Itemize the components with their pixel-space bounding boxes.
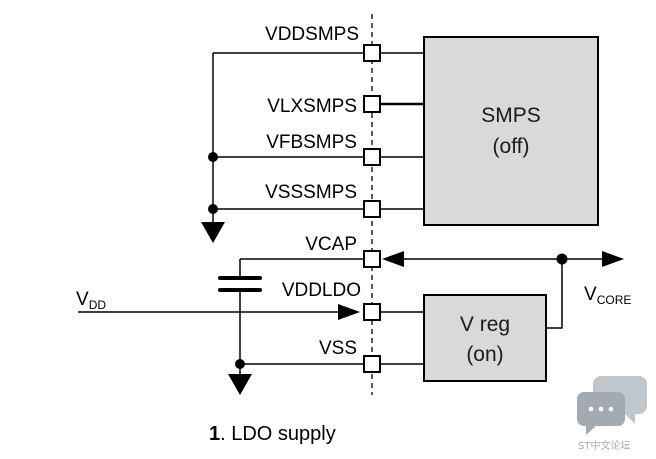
label-vss: VSS [319,338,357,359]
label-vddldo: VDDLDO [282,280,361,301]
junction-vsssmps [208,204,218,214]
watermark-text: ST中文论坛 [578,439,630,452]
label-vdd: VDD [76,289,106,312]
ground-arrow-smps [201,222,225,243]
label-vcore: VCORE [584,284,631,307]
label-vdd-sub: DD [89,298,107,312]
label-vlxsmps: VLXSMPS [267,96,357,117]
chat-dot-icon [598,406,604,412]
label-vfbsmps: VFBSMPS [266,132,357,153]
ground-arrow-ldo [228,374,252,395]
pin-vfbsmps [363,148,381,166]
label-vcore-main: V [584,284,597,305]
smps-label: SMPS [481,104,541,127]
vcore-arrow-right [602,251,624,267]
chat-dot-icon [588,406,594,412]
junction-vss [235,359,245,369]
pin-vss [363,355,381,373]
vdd-arrow-head [338,304,360,320]
pin-vlxsmps [363,95,381,113]
junction-vfbsmps [208,152,218,162]
chat-dot-icon [608,406,614,412]
smps-block [423,36,599,226]
label-vcore-sub: CORE [597,293,632,307]
vreg-label: V reg [460,313,510,336]
pin-vsssmps [363,200,381,218]
vreg-block [423,294,547,382]
label-vcap: VCAP [305,234,357,255]
vreg-state: (on) [466,343,503,366]
caption-number: 1 [209,423,220,445]
label-vddsmps: VDDSMPS [265,24,359,45]
chat-bubble-front-icon [577,392,625,435]
label-vsssmps: VSSSMPS [265,182,357,203]
forum-logo: ST中文论坛 [577,376,647,452]
pin-vddsmps [363,44,381,62]
figure-caption: 1. LDO supply [209,423,336,445]
pin-vcap [363,250,381,268]
smps-state: (off) [493,135,530,158]
vcore-arrow-left [382,251,404,267]
caption-text: . LDO supply [220,423,336,445]
pin-vddldo [363,303,381,321]
wire-vreg-vcore [546,259,563,329]
label-vdd-main: V [76,289,89,310]
